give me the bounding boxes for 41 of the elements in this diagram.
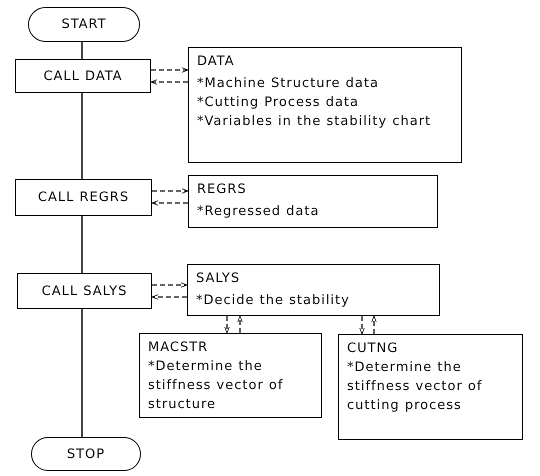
module-name: REGRS [197, 181, 248, 199]
step-label: CALL REGRS [38, 189, 130, 207]
description-text: *Determine the stiffness vector of structure [148, 358, 284, 414]
dashed-arrow [371, 316, 377, 334]
description-box [338, 334, 523, 440]
description-box [188, 47, 462, 163]
process-box [17, 273, 152, 309]
description-text: *Machine Structure data [197, 75, 380, 93]
module-name: SALYS [196, 270, 242, 288]
step-label: CALL SALYS [42, 282, 128, 300]
module-name: DATA [197, 53, 236, 71]
dashed-arrow [151, 67, 188, 73]
module-name: MACSTR [148, 339, 210, 357]
dashed-arrow [152, 282, 188, 288]
step-label: START [61, 16, 107, 34]
description-text: *Determine the stiffness vector of cutting process [347, 359, 484, 415]
description-box [139, 333, 322, 418]
module-name: CUTNG [347, 340, 400, 358]
description-text: *Variables in the stability chart [197, 113, 432, 131]
description-text: *Regressed data [197, 203, 320, 221]
dashed-arrow [237, 316, 243, 333]
flow-line [81, 93, 83, 179]
description-text: *Cutting Process data [197, 94, 360, 112]
dashed-arrow [152, 294, 187, 300]
flow-line [81, 216, 83, 273]
description-box [187, 264, 440, 316]
terminal-box [31, 437, 141, 471]
dashed-arrow [150, 79, 188, 85]
dashed-arrow [359, 316, 365, 334]
description-box [188, 175, 438, 228]
dashed-arrow [152, 188, 188, 194]
process-box [15, 179, 152, 216]
description-text: *Decide the stability [196, 292, 351, 310]
flow-line [81, 309, 83, 437]
process-box [15, 59, 151, 93]
dashed-arrow [224, 316, 230, 334]
terminal-box [28, 7, 140, 42]
step-label: STOP [66, 446, 106, 464]
flow-line [81, 42, 83, 59]
dashed-arrow [152, 200, 188, 206]
step-label: CALL DATA [43, 68, 123, 86]
